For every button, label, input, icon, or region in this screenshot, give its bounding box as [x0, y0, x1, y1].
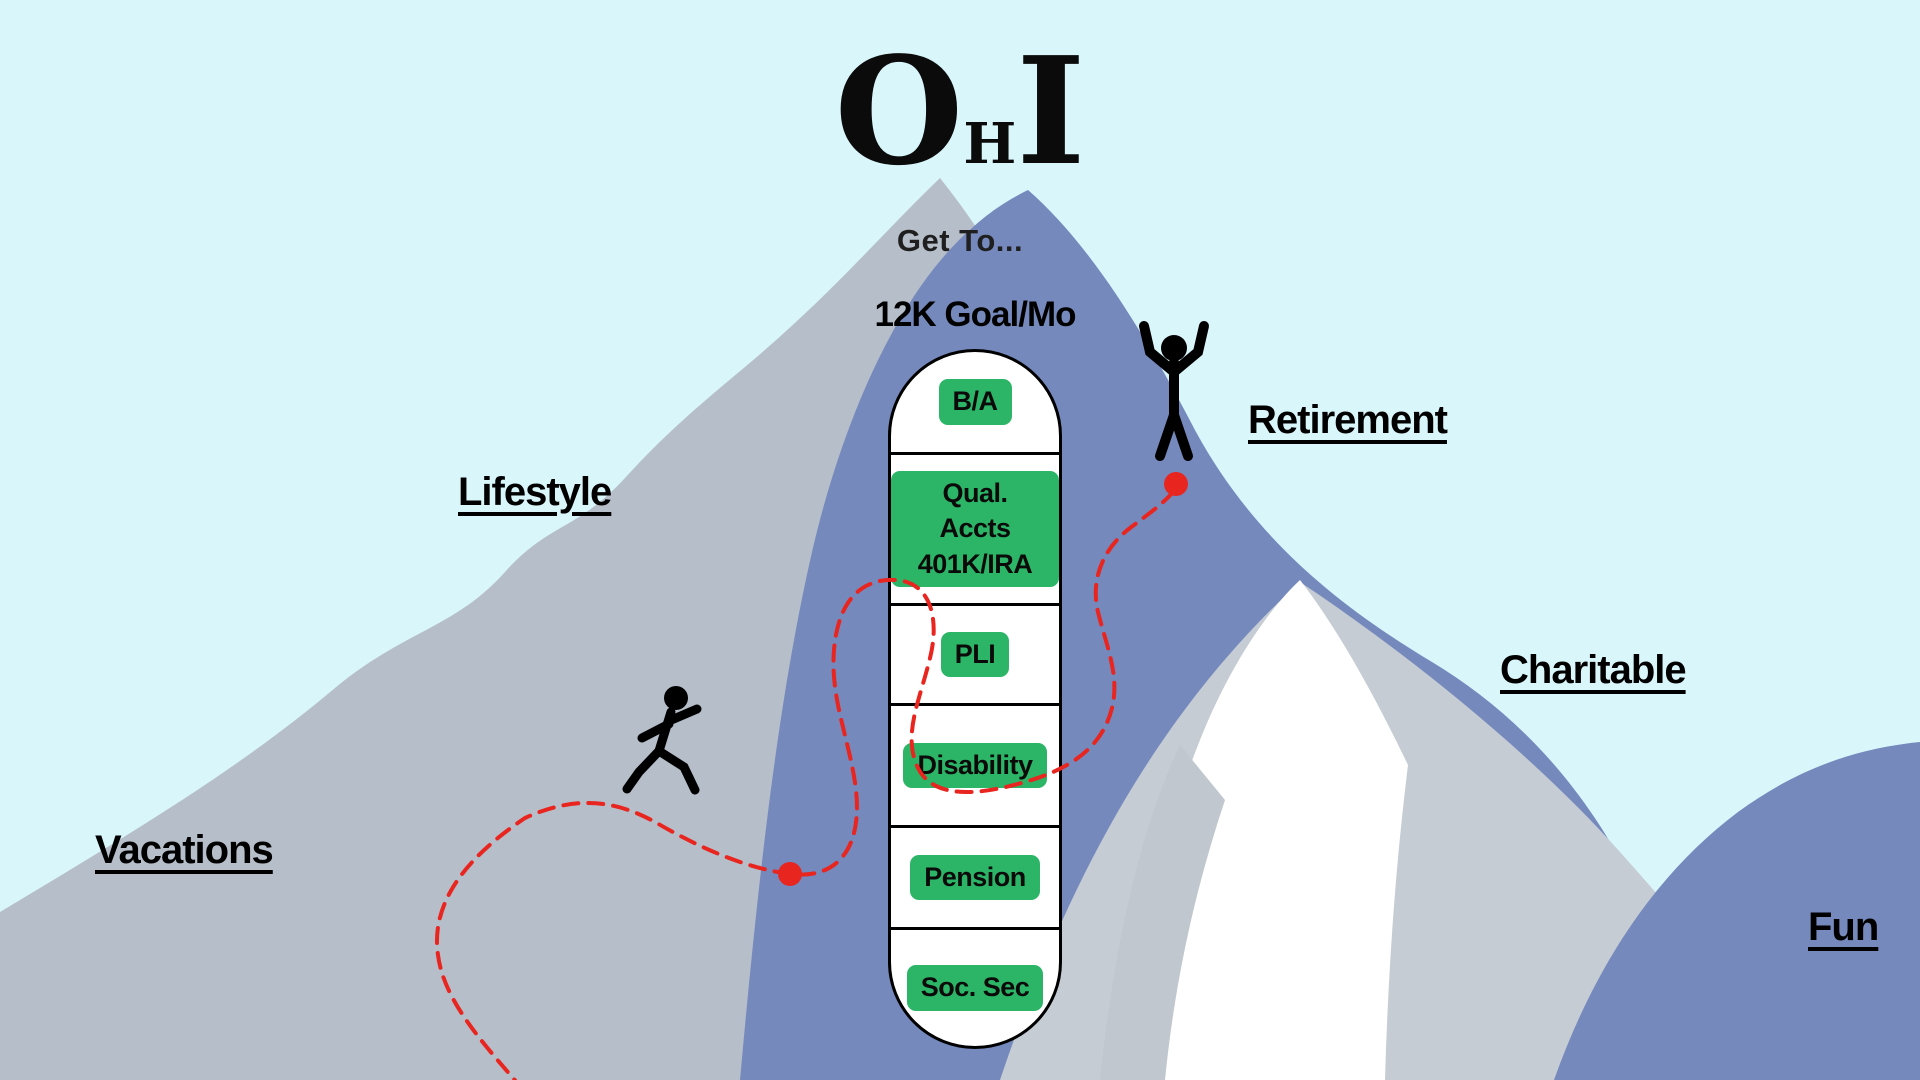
badge-text-line2: 401K/IRA [917, 548, 1033, 579]
right-blue-ridge-shape [1554, 742, 1920, 1080]
goal-label: 12K Goal/Mo [874, 295, 1077, 334]
ladder-segment: B/A [891, 352, 1059, 452]
badge-text: Pension [924, 861, 1026, 892]
tagline: Get To... [896, 223, 1024, 258]
label-vacations: Vacations [95, 828, 274, 872]
ladder-badge-pension: Pension [910, 854, 1040, 901]
ladder-segment: Disability [891, 703, 1059, 825]
label-charitable: Charitable [1500, 648, 1687, 692]
badge-text: PLI [954, 638, 996, 669]
logo-letter-o: O [834, 24, 964, 198]
badge-text: Qual. Accts [939, 478, 1011, 544]
label-fun: Fun [1808, 905, 1879, 949]
ladder-badge-ba: B/A [938, 379, 1012, 425]
goal-ladder: B/A Qual. Accts 401K/IRA PLI Disability P… [888, 349, 1062, 1049]
badge-text: Disability [917, 749, 1033, 780]
ladder-segment: PLI [891, 603, 1059, 703]
logo-letter-i: I [1016, 24, 1086, 198]
label-retirement: Retirement [1248, 398, 1448, 442]
ladder-badge-qual-accts: Qual. Accts 401K/IRA [891, 471, 1059, 587]
logo: OHI [0, 36, 1920, 233]
ladder-segment: Pension [891, 825, 1059, 927]
title-block: OHI Get To... [0, 36, 1920, 259]
badge-text: B/A [952, 386, 999, 417]
ladder-badge-disability: Disability [903, 742, 1047, 789]
snow-mountain-shape [1120, 580, 1408, 1080]
ladder-badge-soc-sec: Soc. Sec [906, 965, 1044, 1011]
badge-text: Soc. Sec [920, 972, 1030, 1003]
label-lifestyle: Lifestyle [458, 470, 612, 514]
ladder-segment: Qual. Accts 401K/IRA [891, 452, 1059, 603]
ladder-badge-pli: PLI [940, 631, 1010, 678]
logo-letter-h: H [963, 111, 1017, 177]
